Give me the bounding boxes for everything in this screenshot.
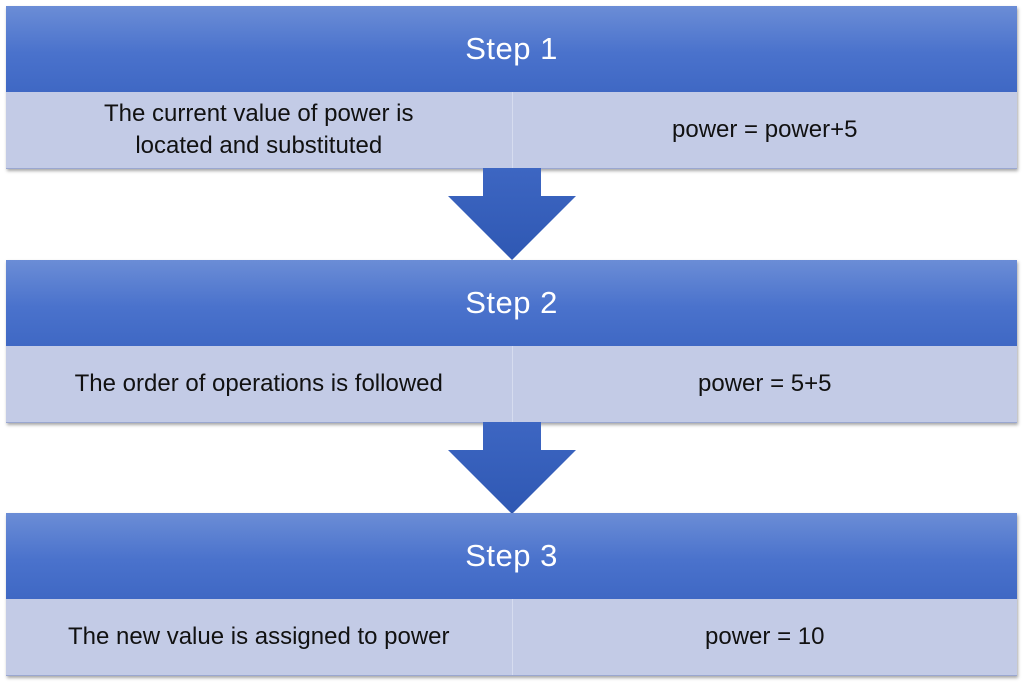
step-1-title: Step 1 bbox=[6, 6, 1017, 92]
step-2-code: power = 5+5 bbox=[511, 346, 1018, 422]
step-1-body: The current value of power is located an… bbox=[6, 92, 1017, 169]
step-2-description: The order of operations is followed bbox=[74, 369, 443, 397]
step-2-title: Step 2 bbox=[6, 260, 1017, 346]
down-arrow-2 bbox=[448, 422, 576, 514]
step-3-description: The new value is assigned to power bbox=[67, 622, 450, 650]
step-3-body: The new value is assigned to power power… bbox=[6, 599, 1017, 676]
step-1-description: The current value of power is located an… bbox=[104, 99, 414, 159]
step-3-title: Step 3 bbox=[6, 513, 1017, 599]
step-3-code: power = 10 bbox=[511, 599, 1018, 675]
step-2-block: Step 2 The order of operations is follow… bbox=[6, 260, 1017, 423]
step-1-block: Step 1 The current value of power is loc… bbox=[6, 6, 1017, 169]
step-2-body: The order of operations is followed powe… bbox=[6, 346, 1017, 423]
step-1-code: power = power+5 bbox=[511, 92, 1018, 168]
down-arrow-1 bbox=[448, 168, 576, 260]
step-3-block: Step 3 The new value is assigned to powe… bbox=[6, 513, 1017, 676]
